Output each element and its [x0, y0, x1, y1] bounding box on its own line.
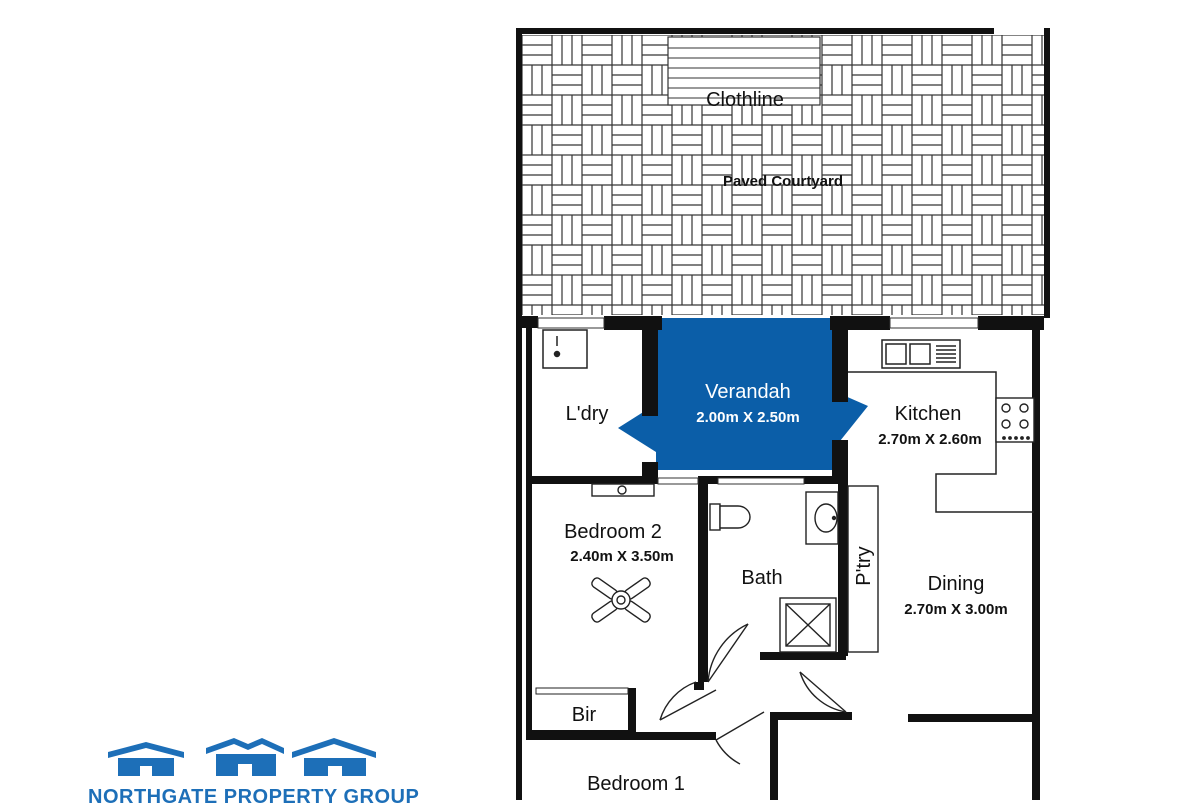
- bedroom1-label: Bedroom 1: [587, 773, 685, 795]
- ceiling-fan-icon: [591, 577, 651, 623]
- brand-name: NORTHGATE PROPERTY GROUP: [88, 786, 420, 808]
- house-icon: [292, 738, 376, 776]
- house-icon: [108, 742, 184, 776]
- vanity-basin-fixture: [805, 491, 839, 545]
- verandah-area: [618, 318, 868, 470]
- bir-label: Bir: [572, 704, 597, 726]
- laundry-label: L'dry: [566, 403, 609, 425]
- clothline-label: Clothline: [706, 89, 784, 111]
- verandah-dims: 2.00m X 2.50m: [696, 409, 799, 426]
- bath-label: Bath: [741, 567, 782, 589]
- door-swings: [659, 623, 847, 765]
- toilet-fixture: [709, 503, 751, 531]
- pantry-label: P'try: [853, 546, 875, 585]
- brand-logo: [108, 738, 376, 776]
- verandah-label: Verandah: [705, 381, 791, 403]
- dining-label: Dining: [928, 573, 985, 595]
- robe-rail: [535, 687, 629, 695]
- cooktop-fixture: [995, 397, 1035, 443]
- house-icon: [206, 738, 284, 776]
- outer-walls: [516, 28, 1050, 800]
- kitchen-dims: 2.70m X 2.60m: [878, 431, 981, 448]
- heater-fixture: [591, 483, 655, 497]
- laundry-tub-fixture: [542, 329, 588, 369]
- pantry-cupboard: [847, 485, 879, 653]
- kitchen-label: Kitchen: [895, 403, 962, 425]
- bedroom2-dims: 2.40m X 3.50m: [570, 548, 673, 565]
- verandah-walls: [832, 326, 848, 484]
- clothline-fixture: [667, 36, 821, 106]
- kitchen-bench: [848, 339, 1034, 513]
- verandah-windows: [657, 477, 805, 485]
- rear-wall: [516, 316, 1044, 330]
- shower-fixture: [779, 597, 837, 653]
- dining-dims: 2.70m X 3.00m: [904, 601, 1007, 618]
- laundry-walls: [526, 326, 658, 484]
- rear-windows: [537, 317, 979, 329]
- courtyard-label: Paved Courtyard: [723, 173, 843, 190]
- bedroom2-label: Bedroom 2: [564, 521, 662, 543]
